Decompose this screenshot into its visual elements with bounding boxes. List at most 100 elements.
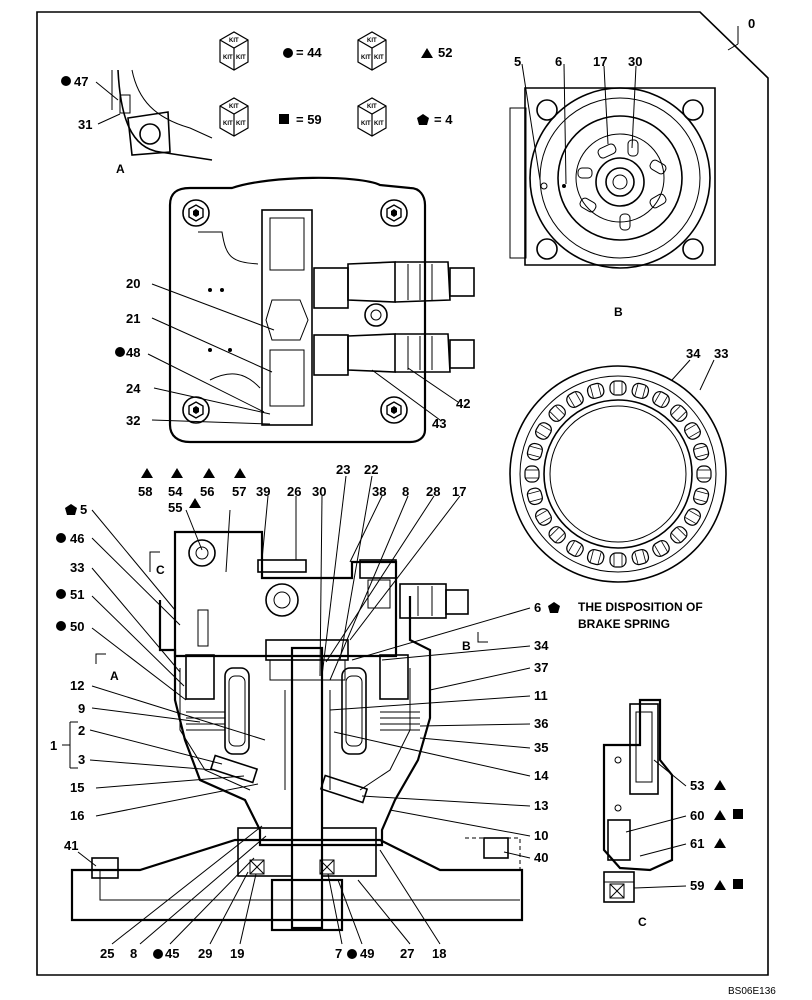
svg-text:KIT: KIT — [236, 55, 246, 61]
svg-text:35: 35 — [534, 740, 548, 755]
brake-spring-roller — [681, 419, 704, 443]
svg-text:43: 43 — [432, 416, 446, 431]
svg-text:10: 10 — [534, 828, 548, 843]
brake-spring-roller — [696, 465, 712, 483]
svg-text:5: 5 — [514, 54, 521, 69]
svg-text:B: B — [462, 639, 471, 653]
kit-legend: KIT KIT KIT = 44 KIT KIT KIT 52 KIT KIT … — [219, 31, 453, 137]
pentagon-kit-symbol — [417, 114, 429, 125]
drawing-frame — [36, 11, 769, 976]
brake-spring-roller — [563, 537, 587, 560]
svg-text:KIT: KIT — [223, 55, 233, 61]
svg-text:17: 17 — [593, 54, 607, 69]
svg-text:26: 26 — [287, 484, 301, 499]
svg-text:41: 41 — [64, 838, 78, 853]
svg-text:14: 14 — [534, 768, 549, 783]
svg-text:A: A — [116, 162, 125, 176]
svg-text:KIT: KIT — [361, 55, 371, 61]
svg-text:9: 9 — [78, 701, 85, 716]
brake-spring-roller — [691, 486, 711, 507]
brake-spring-roller — [691, 441, 711, 462]
svg-text:39: 39 — [256, 484, 270, 499]
svg-text:3: 3 — [78, 752, 85, 767]
brake-spring-note: THE DISPOSITION OF — [578, 600, 703, 614]
bearing-box-icon — [249, 859, 335, 875]
svg-text:8: 8 — [402, 484, 409, 499]
valve-block-top-view — [168, 176, 475, 444]
brake-spring-roller — [525, 441, 545, 462]
svg-text:19: 19 — [230, 946, 244, 961]
svg-text:24: 24 — [126, 381, 141, 396]
leader-lines — [77, 63, 715, 945]
svg-text:34: 34 — [686, 346, 701, 361]
brake-spring-roller — [609, 380, 627, 396]
brake-spring-roller — [532, 505, 555, 529]
brake-spring-roller — [649, 388, 673, 411]
triangle-kit-symbol — [421, 48, 433, 58]
svg-text:KIT: KIT — [367, 104, 377, 110]
svg-text:30: 30 — [628, 54, 642, 69]
brake-spring-roller — [585, 381, 606, 401]
svg-text:60: 60 — [690, 808, 704, 823]
svg-text:11: 11 — [534, 688, 548, 703]
kit-box-icon: KIT KIT KIT — [357, 31, 387, 71]
svg-text:32: 32 — [126, 413, 140, 428]
svg-text:29: 29 — [198, 946, 212, 961]
svg-text:B: B — [614, 305, 623, 319]
drawing-reference-code: BS06E136 — [728, 986, 776, 997]
valve-detail-view-c — [602, 698, 674, 903]
detail-view-a — [111, 69, 213, 161]
square-kit-symbol — [279, 114, 289, 124]
brake-spring-roller — [524, 465, 540, 483]
brake-spring-roller — [585, 547, 606, 567]
svg-text:34: 34 — [534, 638, 549, 653]
svg-text:61: 61 — [690, 836, 704, 851]
svg-text:8: 8 — [130, 946, 137, 961]
svg-text:25: 25 — [100, 946, 114, 961]
brake-spring-roller — [563, 388, 587, 411]
kit-pentagon-text: = 4 — [434, 112, 453, 127]
svg-text:16: 16 — [70, 808, 84, 823]
svg-text:53: 53 — [690, 778, 704, 793]
svg-text:59: 59 — [690, 878, 704, 893]
brake-spring-roller — [545, 523, 569, 547]
svg-text:2: 2 — [78, 723, 85, 738]
brake-spring-roller — [630, 547, 651, 567]
brake-spring-roller — [649, 537, 673, 560]
brake-spring-ring — [509, 365, 727, 583]
svg-text:KIT: KIT — [223, 121, 233, 127]
svg-text:33: 33 — [70, 560, 84, 575]
svg-text:KIT: KIT — [229, 104, 239, 110]
svg-text:20: 20 — [126, 276, 140, 291]
svg-text:27: 27 — [400, 946, 414, 961]
svg-text:49: 49 — [360, 946, 374, 961]
svg-text:KIT: KIT — [236, 121, 246, 127]
svg-text:5: 5 — [80, 502, 87, 517]
svg-text:30: 30 — [312, 484, 326, 499]
svg-text:58: 58 — [138, 484, 152, 499]
svg-text:40: 40 — [534, 850, 548, 865]
svg-text:50: 50 — [70, 619, 84, 634]
brake-spring-roller — [630, 381, 651, 401]
svg-text:47: 47 — [74, 74, 88, 89]
svg-text:55: 55 — [168, 500, 182, 515]
callout-symbols — [56, 76, 743, 959]
svg-text:22: 22 — [364, 462, 378, 477]
svg-text:13: 13 — [534, 798, 548, 813]
motor-face-view-b — [509, 87, 716, 269]
kit-square-text: = 59 — [296, 112, 322, 127]
svg-text:7: 7 — [335, 946, 342, 961]
svg-text:56: 56 — [200, 484, 214, 499]
kit-circle-text: = 44 — [296, 45, 322, 60]
brake-spring-roller — [525, 486, 545, 507]
kit-box-icon: KIT KIT KIT — [219, 31, 249, 71]
svg-text:6: 6 — [534, 600, 541, 615]
svg-text:21: 21 — [126, 311, 140, 326]
brake-spring-roller — [532, 419, 555, 443]
svg-text:KIT: KIT — [374, 121, 384, 127]
brake-spring-note-2: BRAKE SPRING — [578, 617, 670, 631]
svg-text:33: 33 — [714, 346, 728, 361]
svg-text:36: 36 — [534, 716, 548, 731]
callout-labels: 0 47 31 A 5 6 17 30 B 20 21 48 24 32 42 … — [50, 16, 776, 997]
brake-spring-roller — [681, 505, 704, 529]
